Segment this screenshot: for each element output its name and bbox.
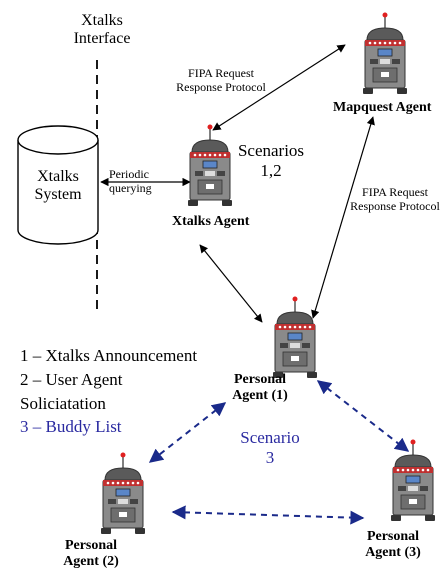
database-cylinder-icon [17, 125, 99, 245]
legend-item: 1 – Xtalks Announcement [20, 346, 198, 365]
scenario-3-label: Scenario 3 [240, 428, 300, 467]
fipa-protocol-label: FIPA Request Response Protocol [176, 66, 266, 94]
xtalks-system-label: Xtalks System [34, 168, 82, 204]
mapquest-agent-label: Mapquest Agent [333, 100, 432, 115]
robot-agent-icon [390, 438, 436, 522]
robot-agent-icon [100, 451, 146, 535]
robot-agent-icon [187, 123, 233, 207]
fipa-protocol-label: FIPA Request Response Protocol [350, 185, 440, 213]
legend-item: 2 – User Agent [20, 369, 123, 389]
scenarios-label: Scenarios 1,2 [237, 141, 305, 180]
edge-xtalks-personal1 [199, 244, 263, 323]
edge-mapquest-personal1 [311, 116, 375, 319]
edge-personal2-personal3 [171, 505, 365, 525]
periodic-querying-label: Periodic querying [109, 167, 152, 195]
personal-agent-1-label: Personal Agent (1) [232, 372, 288, 404]
xtalks-agent-label: Xtalks Agent [172, 214, 250, 229]
robot-agent-icon [272, 295, 318, 379]
robot-agent-icon [362, 11, 408, 95]
legend: 1 – Xtalks Announcement 2 – User Agent S… [20, 344, 197, 439]
legend-item: 3 – Buddy List [20, 417, 122, 437]
interface-label: Xtalks Interface [73, 12, 131, 48]
edge-xtalks-mapquest [212, 44, 346, 131]
legend-item: Soliciatation [20, 393, 106, 413]
edge-personal1-personal3 [316, 380, 410, 452]
personal-agent-2-label: Personal Agent (2) [63, 538, 119, 570]
personal-agent-3-label: Personal Agent (3) [365, 529, 421, 561]
edge-personal1-personal2 [148, 402, 227, 463]
